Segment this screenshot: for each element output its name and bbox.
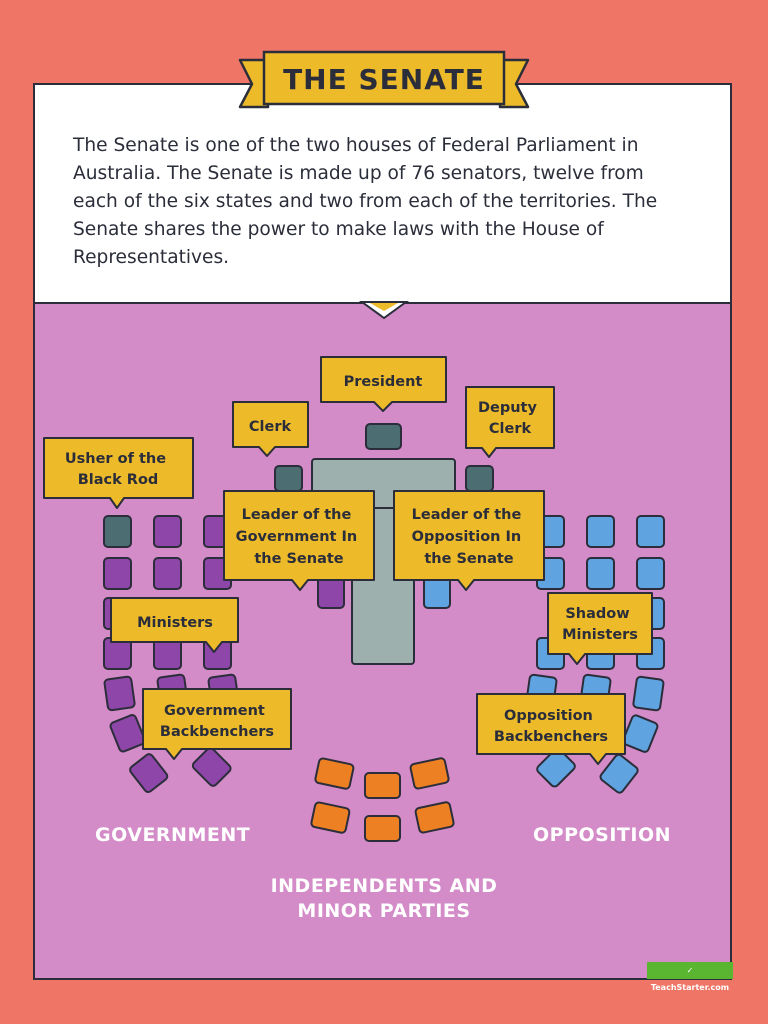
callout-label: Black Rod [78,472,159,488]
title-banner: THE SENATE [238,50,530,109]
intro-text: The Senate is one of the two houses of F… [73,135,658,268]
seat [632,675,665,712]
seat [536,747,576,788]
seat [191,747,232,787]
callout-usher: Usher of the Black Rod [43,437,194,509]
government-label: GOVERNMENT [95,824,251,846]
callout-label: Usher of the [65,451,166,467]
callout-label: Opposition In [412,529,522,545]
seat [364,815,401,842]
seat [310,801,351,834]
svg-text:Shadow Ministers: Shadow Ministers [562,606,638,643]
callout-opposition-backbenchers: Opposition Backbenchers [476,693,626,765]
callout-label: Backbenchers [160,724,274,740]
clerk-seat [274,465,303,492]
callout-shadow-ministers: Shadow Ministers [547,592,653,665]
callout-deputy-clerk: Deputy Clerk [465,386,555,458]
seat [622,714,659,753]
callout-government-backbenchers: Government Backbenchers [142,688,292,760]
seat [314,757,355,790]
independents-label: INDEPENDENTS AND MINOR PARTIES [234,874,534,924]
callout-ministers: Ministers [110,597,239,653]
callout-label: Clerk [249,419,292,435]
intro-panel [33,83,732,302]
callout-leader-government: Leader of the Government In the Senate [223,490,375,591]
callout-label: President [344,374,423,390]
callout-label: Leader of the [412,507,522,523]
seat [153,557,182,590]
svg-text:Leader of the Opposition: Leader of the Opposition In the Senate [412,507,527,567]
callout-label: Government [164,703,265,719]
seat [636,557,665,590]
page-title: THE SENATE [283,63,485,96]
seat [103,675,136,712]
callout-label: Opposition [504,708,593,724]
seat [636,515,665,548]
svg-text:President: President [344,374,423,390]
seat [103,557,132,590]
callout-label: the Senate [254,551,343,567]
independent-seats [310,757,455,842]
svg-text:Government Backbenchers: Government Backbenchers [160,703,274,740]
usher-seat [103,515,132,548]
seat [586,515,615,548]
independents-label-line: INDEPENDENTS AND [270,875,498,897]
deputy-clerk-seat [465,465,494,492]
svg-text:Leader of the Government: Leader of the Government In the Senate [236,507,363,567]
callout-label: Government In [236,529,358,545]
seat [109,714,146,753]
seat [409,757,450,790]
callout-label: the Senate [424,551,513,567]
svg-text:Clerk: Clerk [249,419,292,435]
seat [153,515,182,548]
callout-label: Leader of the [242,507,352,523]
svg-text:Usher of the Black Rod: Usher of the Black Rod [65,451,171,488]
callout-label: Backbenchers [494,729,608,745]
callout-label: Clerk [489,421,532,437]
svg-text:Ministers: Ministers [137,615,213,631]
independents-label-line: MINOR PARTIES [297,900,471,922]
seat [364,772,401,799]
seat [586,557,615,590]
seat [414,801,455,834]
svg-text:Opposition Backbenchers: Opposition Backbenchers [494,708,608,745]
seat [599,753,639,794]
svg-text:Deputy Clerk: Deputy Clerk [478,400,542,437]
callout-label: Shadow [565,606,629,622]
callout-clerk: Clerk [232,401,309,457]
teachstarter-badge[interactable]: ✓ TeachStarter.com [647,962,733,992]
callout-label: Ministers [137,615,213,631]
official-seats [103,423,494,548]
callout-leader-opposition: Leader of the Opposition In the Senate [393,490,545,591]
president-seat [365,423,402,450]
callout-label: Deputy [478,400,538,416]
callout-president: President [320,356,447,412]
seat [129,753,169,793]
callout-label: Ministers [562,627,638,643]
opposition-label: OPPOSITION [533,824,671,846]
